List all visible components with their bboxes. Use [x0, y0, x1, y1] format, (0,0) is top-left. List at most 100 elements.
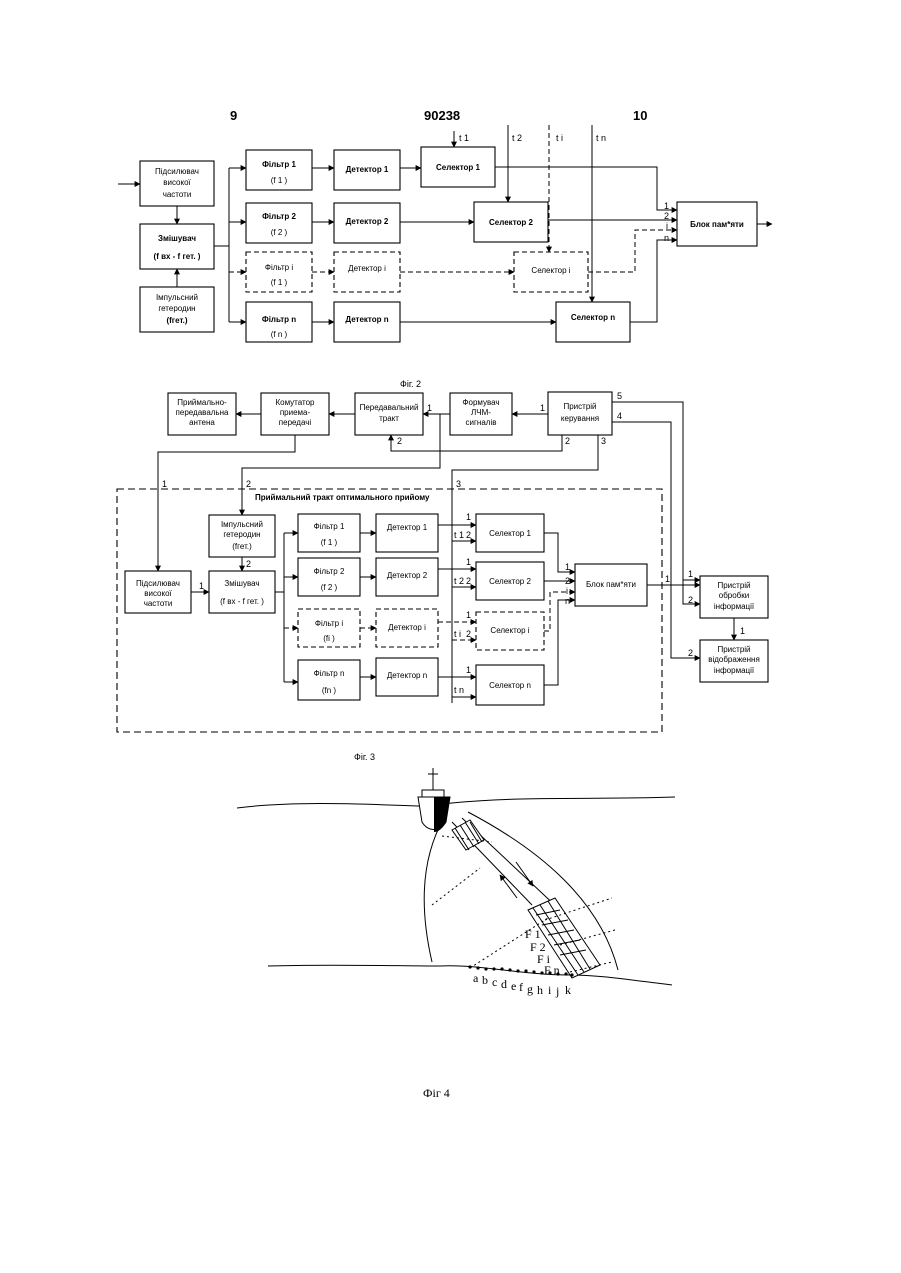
fig2-mix-l1: Змішувач: [158, 234, 196, 243]
fig3-caption: Фіг. 3: [354, 752, 375, 762]
fig3-het-l2: гетеродин: [223, 530, 260, 539]
fig2-filter-2-freq: (f 2 ): [271, 228, 288, 237]
fig3-mix-port-1: 1: [199, 581, 204, 591]
seabed-b: b: [482, 973, 488, 987]
beam-left-arc: [424, 818, 444, 962]
fig2-filter-1-freq: (f 1 ): [271, 176, 288, 185]
fig2-mix-l2: (f вх - f гет. ): [154, 252, 201, 261]
fig2-mixer-block: [140, 224, 214, 269]
fig3-detector-2-label: Детектор 2: [387, 571, 428, 580]
fig2-amp-l3: частоти: [163, 190, 192, 199]
fig2-detector-i-label: Детектор і: [348, 264, 386, 273]
fig3-seln-in1: 1: [466, 665, 471, 675]
fig2-detector-2-label: Детектор 2: [346, 217, 389, 226]
sea-surface: [237, 797, 675, 808]
seabed-a: a: [473, 971, 479, 985]
fig3-proc-port-2: 2: [688, 595, 693, 605]
fig3-rx-title: Приймальний тракт оптимального прийому: [255, 493, 430, 502]
fig3-filter-i-label: Фільтр і: [315, 619, 343, 628]
fig2-filter-n-label: Фільтр n: [262, 315, 296, 324]
fig3-proc-l3: інформації: [714, 602, 755, 611]
fig4-caption: Фіг 4: [423, 1086, 450, 1100]
fig3-time-port-3: 3: [456, 479, 461, 489]
fig2-filter-2-label: Фільтр 2: [262, 212, 296, 221]
fig3-disp-l3: інформації: [714, 666, 755, 675]
fig3-disp-l2: відображення: [708, 655, 760, 664]
fig3-switch-l3: передачі: [279, 418, 312, 427]
fig2-het-l1: Імпульсний: [156, 293, 198, 302]
fig3-ctrl-port-4: 4: [617, 411, 622, 421]
seabed-h: h: [537, 983, 543, 997]
fig2-detector-1-label: Детектор 1: [346, 165, 389, 174]
fig3-t1: t 1: [454, 530, 464, 540]
fig3-ctrl-port-3: 3: [601, 436, 606, 446]
fig3-detector-1: [376, 514, 438, 552]
fig3-antenna-l1: Приймально-: [177, 398, 227, 407]
fig3-seli-in1: 1: [466, 610, 471, 620]
fig2-filter-2: [246, 203, 312, 243]
fig2-filter-n-freq: (f n ): [271, 330, 288, 339]
seabed-c: c: [492, 975, 497, 989]
fig3-mem-in-2: 2: [565, 576, 570, 586]
fig3-ctrl-port-1: 1: [540, 403, 545, 413]
fig3-amp-l2: високої: [144, 589, 172, 598]
fig2-selector-i-label: Селектор і: [531, 266, 570, 275]
fig3-sel2-in2: 2: [466, 576, 471, 586]
fig3-tx-port-1: 1: [427, 403, 432, 413]
fig3-filter-n-label: Фільтр n: [314, 669, 345, 678]
seabed-j: j: [555, 984, 559, 998]
fig2-het-l3: (fгет.): [166, 316, 187, 325]
fig4-f1: F 1: [525, 927, 541, 941]
fig2-selector-1-label: Селектор 1: [436, 163, 480, 172]
fig3-mix-l2: (f вх - f гет. ): [220, 597, 264, 606]
fig3-proc-port-1: 1: [688, 569, 693, 579]
fig3-het-l3: (fгет.): [232, 542, 252, 551]
fig3-sel1-in2: 2: [466, 530, 471, 540]
seabed-g: g: [527, 982, 533, 996]
fig3-selector-i-label: Селектор і: [490, 626, 529, 635]
fig3-mem-out-1: 1: [665, 574, 670, 584]
fig2-mem-in-1: 1: [664, 201, 669, 211]
fig3-tx-port-2: 2: [397, 436, 402, 446]
fig3-proc-l2: обробки: [719, 591, 749, 600]
fig3-filter-i-freq: (fі ): [323, 634, 335, 643]
fig3-switch-l1: Комутатор: [275, 398, 315, 407]
fig3-ctrl-port-5: 5: [617, 391, 622, 401]
fig3-memory-label: Блок пам*яти: [586, 580, 636, 589]
fig2-amp-l1: Підсилювач: [155, 167, 199, 176]
fig3-sel2-in1: 1: [466, 557, 471, 567]
fig3-tn: t n: [454, 685, 464, 695]
figure-4: F 1 F 2 F i F n a b c d e f g h i j k Фі…: [237, 768, 675, 1100]
fig3-het-l1: Імпульсний: [221, 520, 263, 529]
fig3-proc-l1: Пристрій: [717, 581, 750, 590]
fig3-filter-2-freq: (f 2 ): [321, 583, 338, 592]
fig3-control-l2: керування: [561, 414, 599, 423]
downward-arrow: [516, 862, 533, 886]
fig3-mix-port-2: 2: [246, 559, 251, 569]
fig2-filter-i-freq: (f 1 ): [271, 278, 288, 287]
fig3-ti: t i: [454, 629, 461, 639]
figure-2: Підсилювач високої частоти Змішувач (f в…: [118, 125, 772, 389]
fig3-amp-port-1: 1: [162, 479, 167, 489]
fig3-detector-1-label: Детектор 1: [387, 523, 428, 532]
fig3-amp-l3: частоти: [144, 599, 173, 608]
fig3-control-l1: Пристрій: [563, 402, 596, 411]
fig2-filter-1-label: Фільтр 1: [262, 160, 296, 169]
fig2-selector-n-label: Селектор n: [571, 313, 615, 322]
fig3-mem-in-n: n: [565, 596, 570, 606]
fig2-mem-in-n: n: [664, 233, 669, 243]
seabed-i: i: [548, 983, 552, 997]
seabed-k: k: [565, 983, 571, 997]
fig3-switch-l2: приема-: [280, 408, 311, 417]
fig3-former-l1: Формувач: [462, 398, 499, 407]
fig3-sel1-in1: 1: [466, 512, 471, 522]
fig2-mem-in-i: i: [666, 221, 668, 231]
seabed-f: f: [519, 980, 523, 994]
fig2-tn: t n: [596, 133, 606, 143]
fig3-tx-l2: тракт: [379, 414, 399, 423]
fig2-ti: t i: [556, 133, 563, 143]
fig3-filter-1-label: Фільтр 1: [314, 522, 345, 531]
ship-icon: [418, 768, 450, 832]
fig2-selector-n: [556, 302, 630, 342]
